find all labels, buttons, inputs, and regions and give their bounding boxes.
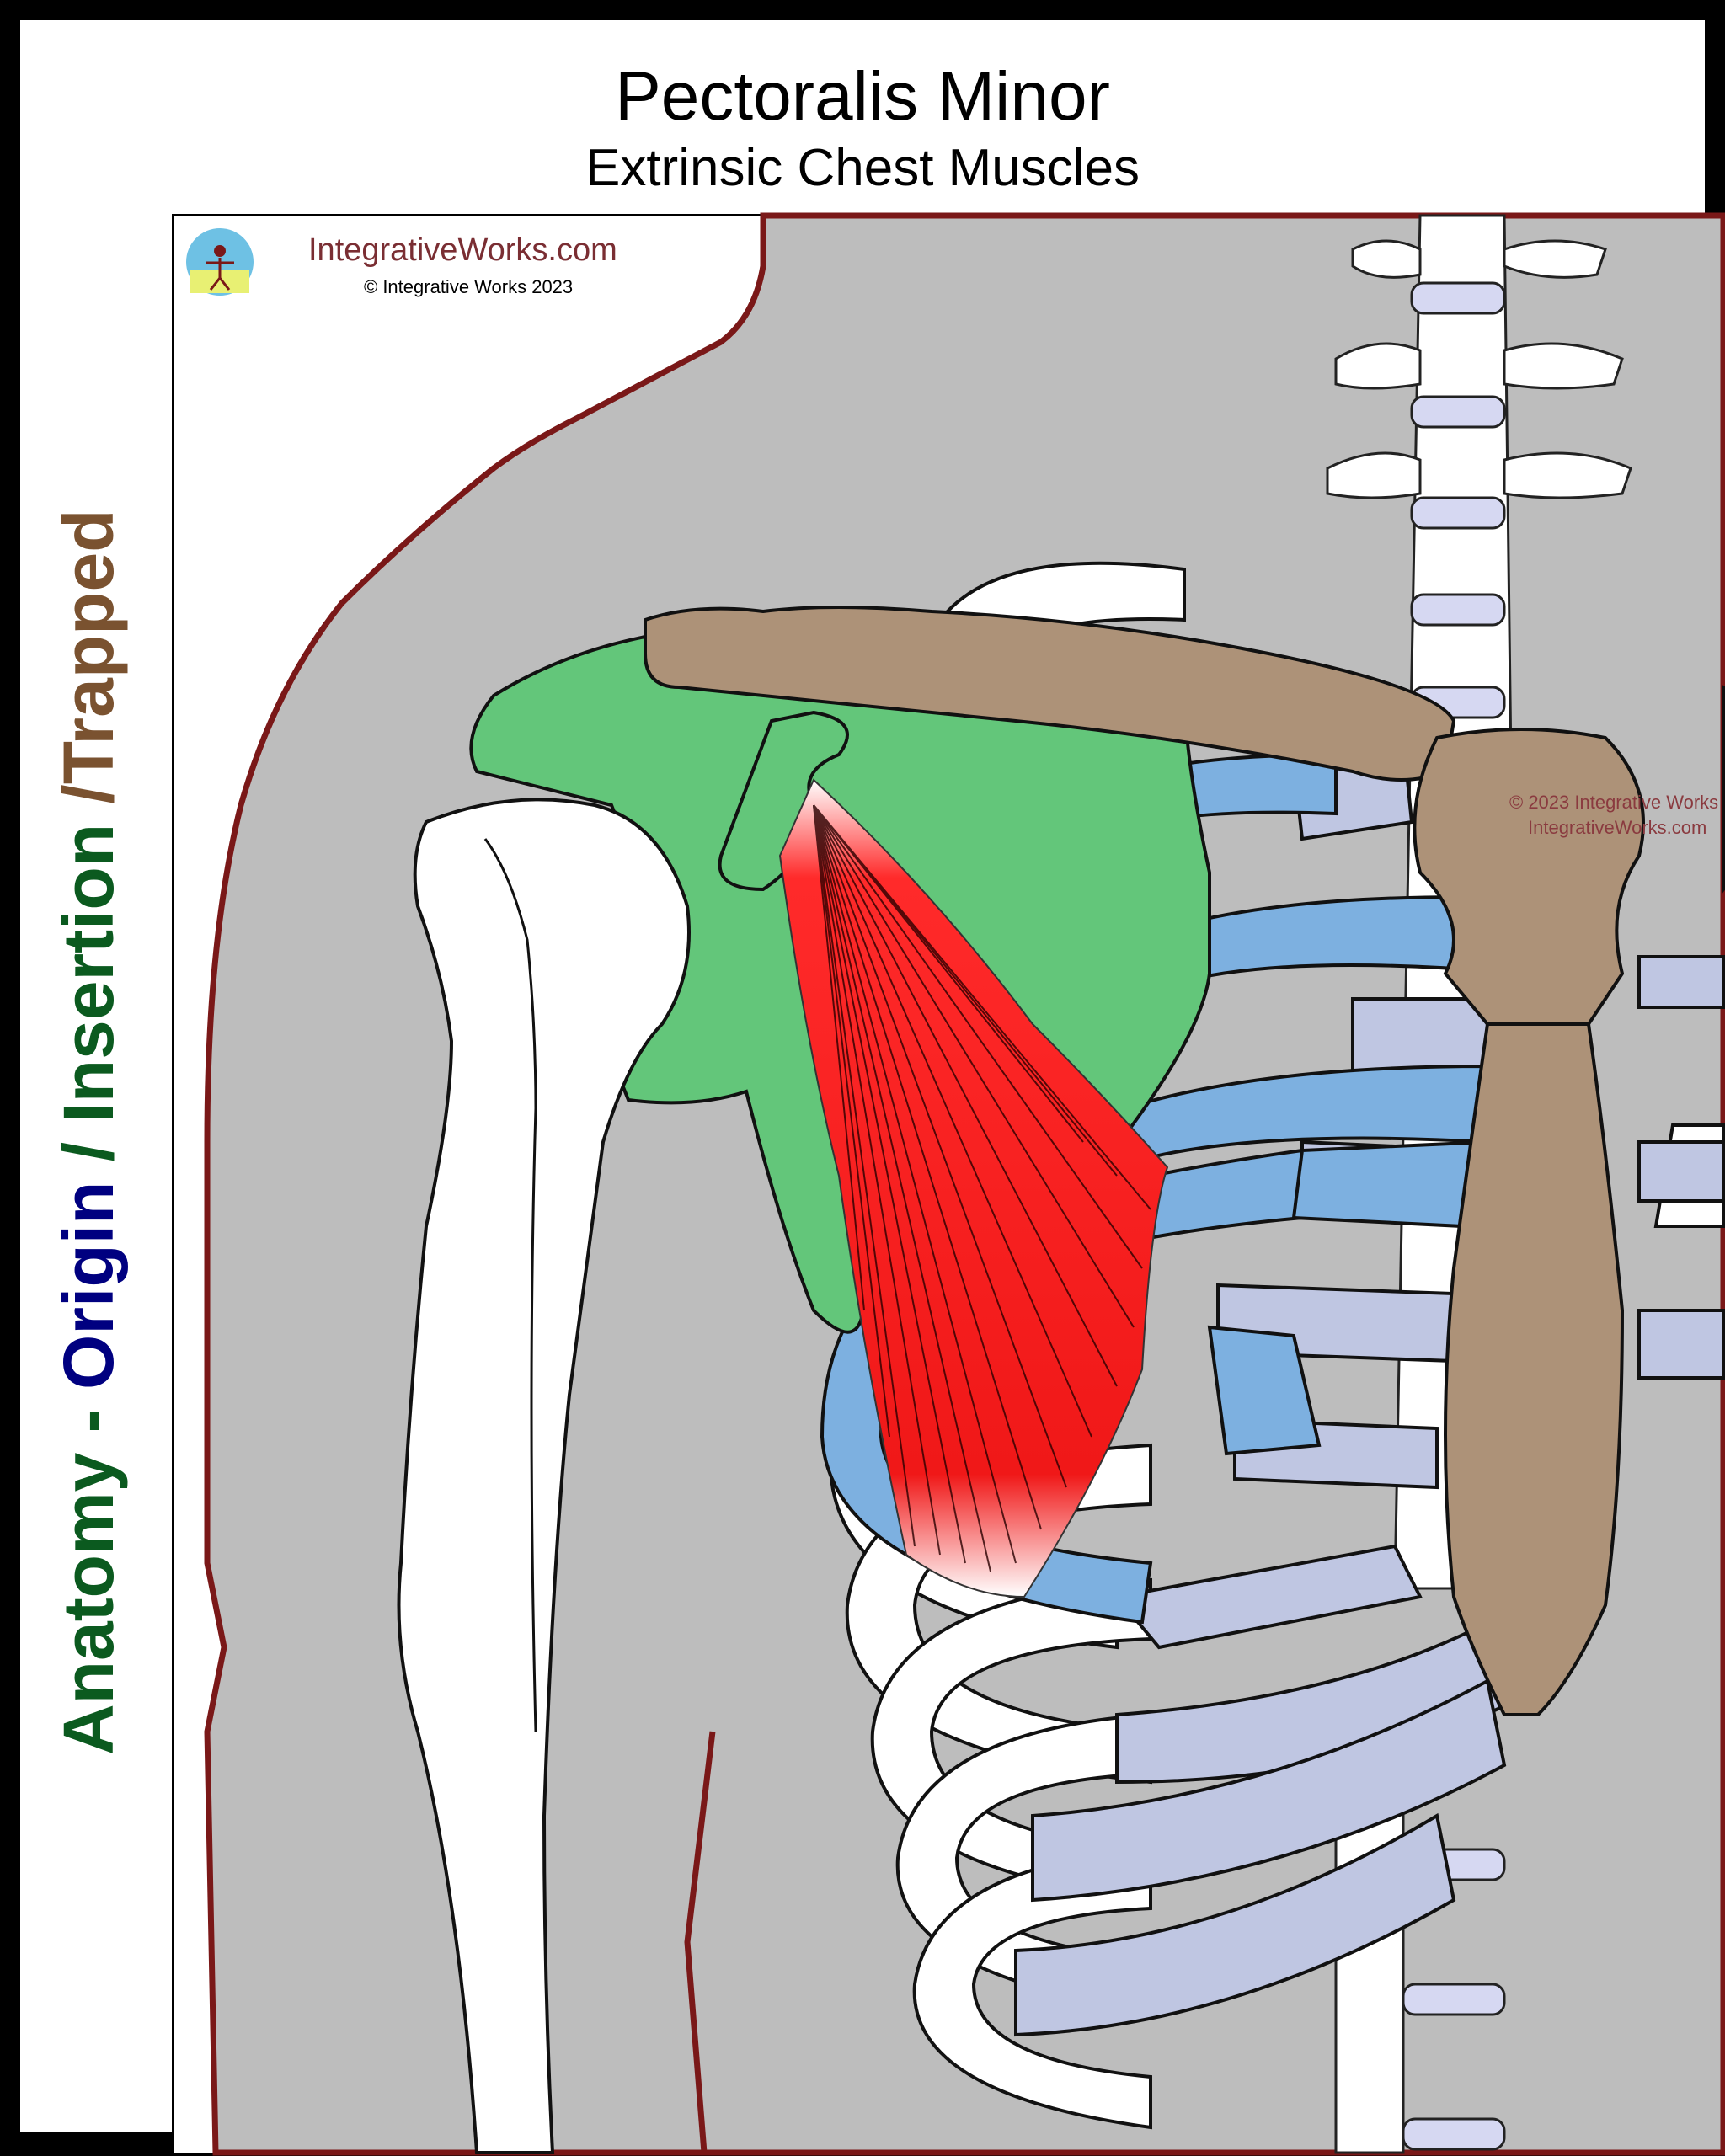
side-label-sep: / bbox=[49, 1122, 128, 1182]
pectoralis-minor-muscle bbox=[778, 778, 1169, 1598]
sternum bbox=[1413, 728, 1645, 1034]
watermark-line-1: © 2023 Integrative Works bbox=[1509, 792, 1719, 813]
watermark-line-2: IntegrativeWorks.com bbox=[1528, 817, 1707, 838]
costal-cartilage bbox=[1014, 735, 1725, 2037]
humerus-line bbox=[483, 838, 537, 1732]
logo-icon bbox=[184, 226, 256, 298]
side-label-anatomy: Anatomy - bbox=[49, 1389, 128, 1755]
page-subtitle: Extrinsic Chest Muscles bbox=[585, 139, 1140, 197]
page-title: Pectoralis Minor bbox=[615, 58, 1110, 135]
clavicle bbox=[644, 606, 1456, 782]
side-label-insertion: Insertion bbox=[49, 823, 128, 1123]
page: Pectoralis Minor Extrinsic Chest Muscles… bbox=[20, 20, 1725, 2156]
copyright-note: © Integrative Works 2023 bbox=[364, 276, 574, 297]
anatomy-illustration: IntegrativeWorks.com © Integrative Works… bbox=[172, 212, 1725, 2156]
side-label-origin: Origin bbox=[49, 1181, 128, 1390]
sternum-body bbox=[1444, 1022, 1625, 1716]
site-name: IntegrativeWorks.com bbox=[308, 232, 617, 268]
side-label: Anatomy - Origin / Insertion /Trapped bbox=[49, 509, 128, 1755]
anatomy-svg bbox=[204, 212, 1725, 2156]
side-label-trapped: /Trapped bbox=[49, 509, 128, 824]
humerus bbox=[397, 798, 691, 2154]
body-inner-line bbox=[684, 1731, 716, 2153]
